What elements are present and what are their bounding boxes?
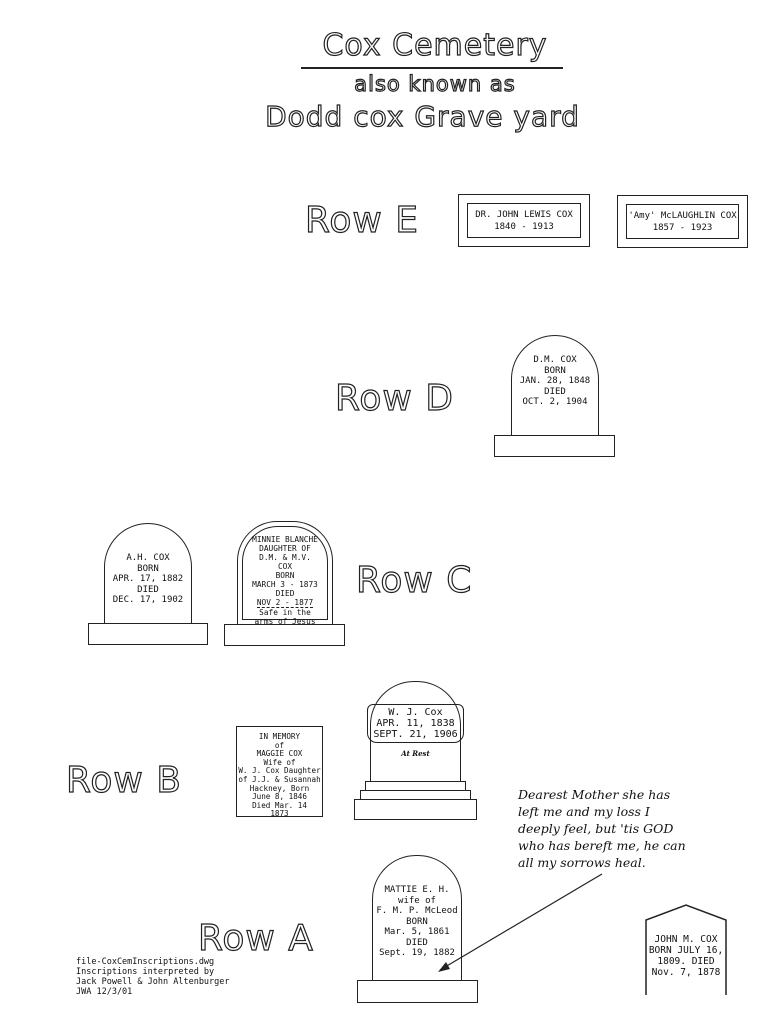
inscription-line: BORN bbox=[137, 563, 159, 574]
inscription-line: MARCH 3 - 1873 bbox=[252, 580, 318, 589]
credits-line: Inscriptions interpreted by bbox=[76, 967, 215, 977]
inscription-line: APR. 11, 1838 bbox=[376, 718, 455, 729]
epitaph-note-line: deeply feel, but 'tis GOD bbox=[518, 821, 674, 836]
headstone-inner-border: MINNIE BLANCHE DAUGHTER OF D.M. & M.V. C… bbox=[242, 526, 328, 626]
inscription-line: 1809. DIED bbox=[657, 956, 715, 967]
inscription-line: Hackney, Born bbox=[249, 783, 310, 793]
inscription-line: W. J. Cox bbox=[388, 707, 443, 718]
row-label-a: Row A bbox=[197, 917, 314, 959]
headstone-john-m-cox: JOHN M. COX BORN JULY 16, 1809. DIED Nov… bbox=[645, 934, 727, 978]
inscription-line: BORN bbox=[544, 365, 566, 376]
tablet-maggie-cox: IN MEMORY of MAGGIE COX Wife of W. J. Co… bbox=[236, 726, 323, 819]
inscription-line: MAGGIE COX bbox=[256, 749, 303, 759]
inscription-line: DAUGHTER OF bbox=[259, 544, 311, 553]
inscription-line: June 8, 1846 bbox=[252, 792, 307, 802]
credits-line: Jack Powell & John Altenburger bbox=[76, 977, 230, 987]
credits-line: JWA 12/3/01 bbox=[76, 987, 133, 997]
headstone-mattie-mcleod: MATTIE E. H. wife of F. M. P. McLeod BOR… bbox=[372, 855, 462, 981]
inscription-line: F. M. P. McLeod bbox=[376, 906, 458, 916]
epitaph-note-line: left me and my loss I bbox=[518, 804, 650, 819]
headstone-wj-cox: W. J. Cox APR. 11, 1838 SEPT. 21, 1906 A… bbox=[367, 681, 464, 782]
inscription-line: W. J. Cox Daughter bbox=[238, 766, 321, 776]
headstone-dm-cox: D.M. COX BORN JAN. 28, 1848 DIED OCT. 2,… bbox=[511, 335, 599, 436]
drawing-credits: file-CoxCemInscriptions.dwg Inscriptions… bbox=[76, 957, 230, 997]
headstone-ah-cox: A.H. COX BORN APR. 17, 1882 DIED DEC. 17… bbox=[104, 523, 192, 624]
headstone-base bbox=[494, 435, 615, 457]
inscription-line: Nov. 7, 1878 bbox=[651, 967, 721, 978]
epitaph-line: arms of Jesus bbox=[254, 617, 316, 626]
inscription-line: DR. JOHN LEWIS COX bbox=[475, 209, 573, 220]
inscription-line: DIED bbox=[406, 937, 428, 948]
alternate-name: Dodd cox Grave yard bbox=[264, 99, 580, 133]
epitaph-line: At Rest bbox=[401, 749, 430, 758]
inscription-line: of J.J. & Susannah bbox=[238, 774, 321, 784]
inscription-line: D.M. & M.V. bbox=[259, 553, 311, 562]
inscription-line: BORN bbox=[406, 916, 428, 927]
inscription-line: A.H. COX bbox=[126, 553, 170, 563]
headstone-minnie-blanche-cox: MINNIE BLANCHE DAUGHTER OF D.M. & M.V. C… bbox=[237, 521, 333, 626]
headstone-base bbox=[354, 799, 477, 820]
headstone-john-m-cox-outline bbox=[645, 904, 727, 995]
inscription-line: Died Mar. 14 bbox=[252, 800, 307, 810]
inscription-line: 1873 bbox=[270, 809, 289, 819]
plaque-amy-mclaughlin-cox-inscription: 'Amy' McLAUGHLIN COX 1857 - 1923 bbox=[626, 204, 739, 239]
epitaph-note-line: Dearest Mother she has bbox=[518, 787, 671, 802]
inscription-line: D.M. COX bbox=[533, 355, 577, 365]
inscription-line: SEPT. 21, 1906 bbox=[373, 729, 458, 740]
plaque-amy-mclaughlin-cox: 'Amy' McLAUGHLIN COX 1857 - 1923 bbox=[617, 195, 748, 248]
inscription-line: BORN JULY 16, bbox=[648, 945, 724, 956]
inscription-line: wife of bbox=[398, 895, 436, 906]
inscription-line: 1840 - 1913 bbox=[494, 221, 554, 232]
inscription-line: DIED bbox=[544, 386, 566, 397]
title-underline bbox=[301, 67, 563, 69]
inscription-line: DIED bbox=[275, 589, 295, 598]
epitaph-note-line: who has bereft me, he can bbox=[518, 838, 686, 853]
epitaph-note: Dearest Mother she has left me and my lo… bbox=[518, 786, 686, 871]
page-title: Cox Cemetery bbox=[322, 27, 548, 63]
inscription-line: OCT. 2, 1904 bbox=[522, 397, 588, 407]
row-label-b: Row B bbox=[65, 759, 183, 801]
inscription-line: 1857 - 1923 bbox=[652, 222, 713, 233]
inscription-line: of bbox=[274, 740, 285, 750]
page-subtitle: also known as bbox=[354, 71, 516, 96]
inscription-line: IN MEMORY bbox=[258, 732, 301, 741]
plaque-john-lewis-cox-inscription: DR. JOHN LEWIS COX 1840 - 1913 bbox=[467, 203, 581, 238]
plaque-john-lewis-cox: DR. JOHN LEWIS COX 1840 - 1913 bbox=[458, 194, 590, 247]
row-label-e: Row E bbox=[304, 199, 420, 241]
headstone-base bbox=[224, 624, 345, 646]
row-label-c: Row C bbox=[355, 559, 473, 601]
inscription-line: MATTIE E. H. bbox=[384, 885, 450, 895]
credits-line: file-CoxCemInscriptions.dwg bbox=[76, 957, 215, 967]
inscription-shield: W. J. Cox APR. 11, 1838 SEPT. 21, 1906 bbox=[367, 704, 464, 743]
inscription-line: NOV 2 - 1877 bbox=[256, 598, 314, 608]
headstone-base bbox=[88, 623, 208, 645]
inscription-line: Mar. 5, 1861 bbox=[384, 927, 450, 937]
epitaph-line: Safe in the bbox=[259, 608, 311, 617]
inscription-line: MINNIE BLANCHE bbox=[252, 535, 318, 544]
inscription-line: 'Amy' McLAUGHLIN COX bbox=[628, 210, 737, 221]
headstone-base bbox=[357, 980, 478, 1003]
row-label-d: Row D bbox=[334, 377, 455, 419]
inscription-line: DEC. 17, 1902 bbox=[112, 595, 184, 605]
inscription-line: COX bbox=[277, 562, 293, 571]
pointer-arrow bbox=[438, 873, 603, 972]
inscription-line: BORN bbox=[275, 571, 295, 580]
inscription-line: DIED bbox=[137, 584, 159, 595]
epitaph-note-line: all my sorrows heal. bbox=[518, 855, 646, 870]
inscription-line: JOHN M. COX bbox=[654, 934, 718, 945]
inscription-line: JAN. 28, 1848 bbox=[519, 376, 591, 386]
inscription-line: APR. 17, 1882 bbox=[112, 574, 184, 584]
inscription-line: Wife of bbox=[263, 757, 296, 767]
inscription-line: Sept. 19, 1882 bbox=[379, 948, 455, 958]
